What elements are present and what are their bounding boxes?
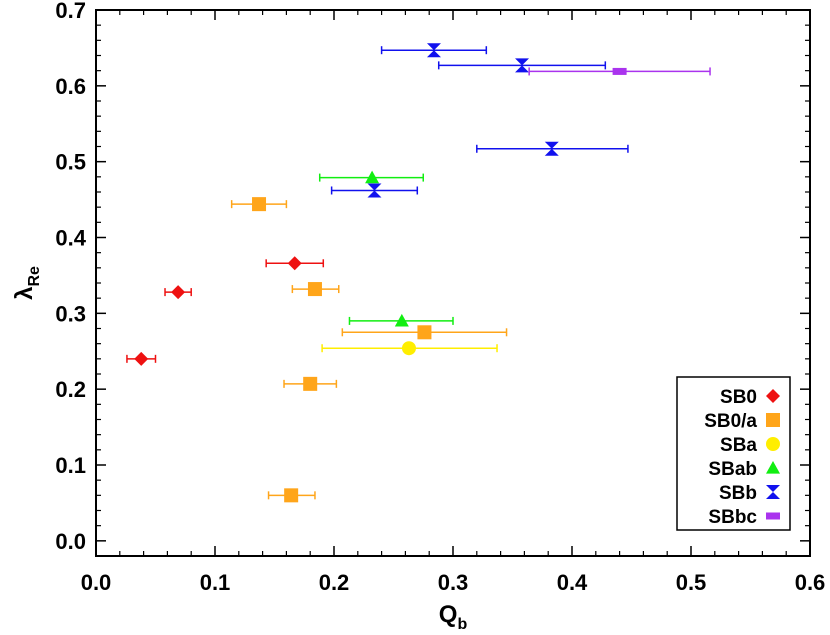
legend-item-sbab: SBab [708,459,780,480]
square-marker [417,325,432,340]
triangle-marker [365,170,380,184]
axis-ticks: 0.0 0.1 0.2 0.3 0.4 0.5 0.6 0.0 0.1 0.2 0.3 0.4 0.5 0… [55,0,825,595]
series-sbb [330,43,629,198]
data-point [265,256,325,271]
x-tick-label: 0.6 [795,570,826,595]
legend-label: SB0 [720,387,757,408]
data-point [476,141,629,156]
hourglass-marker [426,43,441,58]
data-point [380,43,488,58]
legend-label: SBab [708,459,757,480]
diamond-marker [287,256,302,271]
square-marker [307,282,322,297]
diamond-marker [766,389,780,403]
series-sba [321,341,498,356]
circle-marker [766,437,780,451]
data-point [283,376,338,391]
y-axis-title-sub: Re [26,266,43,287]
plot-frame [95,9,811,557]
bar-marker [612,67,627,75]
legend-label: SBbc [708,507,757,528]
y-tick-label: 0.7 [55,0,86,23]
data-point [318,170,424,184]
x-axis-title-sub: b [457,616,467,633]
x-tick-label: 0.0 [81,570,112,595]
legend-label: SBb [719,483,757,504]
series-sbbc [528,67,711,76]
square-marker [252,197,267,212]
legend-item-sb0: SB0 [720,387,780,408]
data-point [341,325,508,340]
y-tick-label: 0.2 [55,377,86,402]
bar-marker [766,512,780,520]
x-tick-label: 0.2 [319,570,350,595]
x-tick-label: 0.3 [438,570,469,595]
y-tick-label: 0.5 [55,150,86,175]
y-tick-label: 0.1 [55,453,86,478]
legend-label: SB0/a [704,411,757,432]
hourglass-marker [544,141,559,156]
square-marker [766,413,780,427]
x-tick-label: 0.1 [200,570,231,595]
x-tick-label: 0.5 [676,570,707,595]
data-point [267,488,316,503]
data-point [330,183,419,198]
legend-item-sbb: SBb [719,483,780,504]
y-axis-title: λRe [11,266,43,300]
square-marker [303,376,318,391]
triangle-marker [766,461,780,474]
data-point [126,351,157,366]
diamond-marker [134,351,149,366]
diamond-marker [171,285,186,300]
data-point [230,197,288,212]
legend-label: SBa [720,435,757,456]
series-sb0-a [230,197,508,503]
series-sb0 [126,256,325,366]
x-axis-title-main: Q [439,601,458,628]
data-point [437,58,607,73]
series-sbab [318,170,454,327]
data-point [528,67,711,76]
square-marker [284,488,299,503]
legend-box [676,376,791,531]
data-point [348,313,454,327]
x-tick-label: 0.4 [557,570,588,595]
legend-item-sb0-a: SB0/a [704,411,780,432]
y-tick-label: 0.0 [55,529,86,554]
plot-marks [126,43,711,503]
y-tick-label: 0.3 [55,301,86,326]
data-point [321,341,498,356]
x-axis-title: Qb [439,601,468,633]
hourglass-marker [766,485,780,499]
y-tick-label: 0.6 [55,74,86,99]
legend-item-sba: SBa [720,435,780,456]
circle-marker [401,341,416,356]
triangle-marker [394,313,409,327]
y-axis-title-main: λ [11,287,38,300]
legend-item-sbbc: SBbc [708,507,780,528]
hourglass-marker [367,183,382,198]
data-point [164,285,192,300]
hourglass-marker [515,58,530,73]
data-point [291,282,340,297]
y-tick-label: 0.4 [55,226,86,251]
